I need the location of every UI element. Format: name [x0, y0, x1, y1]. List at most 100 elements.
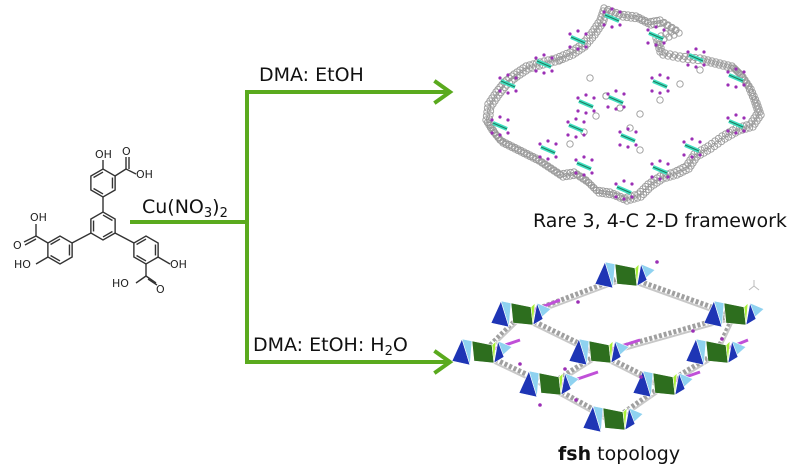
atom-label: HO — [14, 258, 31, 271]
atom-label: OH — [136, 168, 153, 181]
oxygen-atom — [734, 131, 738, 135]
polyhedron-light-blue — [528, 370, 540, 398]
oxygen-atom — [490, 118, 494, 122]
oxygen-atom — [554, 142, 558, 146]
framework-atom — [742, 125, 750, 133]
framework-atom — [637, 193, 645, 201]
oxygen-atom — [582, 155, 586, 159]
oxygen-atom — [666, 175, 670, 179]
framework-atom — [665, 33, 673, 41]
cu-bond — [576, 162, 592, 170]
oxygen-atom — [618, 23, 622, 27]
framework-atom — [528, 64, 537, 72]
oxygen-atom — [726, 129, 730, 133]
framework-atom — [639, 190, 648, 199]
framework-atom — [592, 112, 600, 120]
atom-label: O — [156, 283, 165, 296]
oxygen-atom — [646, 41, 650, 45]
framework-atom — [555, 57, 563, 65]
framework-atom — [558, 55, 567, 64]
framework-atom — [630, 195, 638, 203]
oxygen-atom — [666, 162, 670, 166]
framework-atom — [510, 75, 519, 83]
polyhedron-green — [705, 340, 729, 364]
atom-label: OH — [30, 211, 47, 224]
oxygen-atom — [590, 171, 594, 175]
oxygen-atom — [734, 113, 738, 117]
double-bond — [93, 187, 104, 195]
cu-bond — [652, 80, 668, 88]
polyhedron-light-blue — [604, 261, 616, 289]
framework-atom — [619, 195, 628, 204]
oxygen-atom — [626, 127, 630, 131]
oxygen-atom — [514, 76, 518, 80]
oxygen-atom — [690, 137, 694, 141]
framework-atom — [605, 190, 614, 199]
bond — [145, 275, 157, 284]
polyhedron-light-blue — [642, 370, 654, 398]
framework-atom — [675, 29, 683, 37]
oxygen-atom — [682, 140, 686, 144]
oxygen-atom — [538, 155, 542, 159]
polyhedron-light-blue — [461, 338, 473, 366]
polyhedron-green — [510, 302, 534, 326]
polyhedron-blue — [493, 339, 505, 364]
cu-bond — [648, 32, 664, 40]
cu-bond — [728, 74, 744, 82]
framework-atom — [749, 123, 757, 131]
framework-atom — [595, 189, 603, 197]
oxygen-atom — [742, 129, 746, 133]
oxygen-atom — [650, 89, 654, 93]
oxygen-atom — [576, 96, 580, 100]
oxygen-atom — [658, 91, 662, 95]
oxygen-atom — [610, 7, 614, 11]
oxygen-atom — [498, 76, 502, 80]
oxygen-atom — [514, 89, 518, 93]
polyhedron-blue — [745, 301, 757, 326]
framework-atom — [486, 107, 495, 115]
oxygen-atom — [691, 329, 695, 333]
polyhedron-green — [723, 302, 747, 326]
oxygen-atom — [702, 50, 706, 54]
polyhedron-lime — [608, 340, 614, 364]
oxygen-atom — [614, 89, 618, 93]
bond — [35, 256, 49, 265]
bond — [114, 168, 127, 177]
framework-atom — [623, 197, 631, 205]
oxygen-atom — [698, 140, 702, 144]
oxygen-atom — [618, 10, 622, 14]
cu-bond — [500, 80, 516, 88]
condition-label-bottom: DMA: EtOH: H2O — [253, 334, 408, 359]
oxygen-atom — [538, 403, 542, 407]
oxygen-atom — [582, 133, 586, 137]
oxygen-atom — [534, 69, 538, 73]
polyhedron-blue — [674, 371, 686, 396]
product-caption-bottom: fsh topology — [558, 443, 681, 465]
framework-atom — [497, 136, 505, 145]
oxygen-atom — [658, 177, 662, 181]
polyhedron-lime — [558, 372, 564, 396]
oxygen-atom — [518, 362, 522, 366]
oxygen-atom — [698, 153, 702, 157]
cu-bond — [688, 54, 704, 62]
framework-atom — [485, 119, 493, 127]
oxygen-atom — [734, 67, 738, 71]
cu-bond — [604, 14, 620, 22]
oxygen-atom — [584, 93, 588, 97]
polyhedron-lime — [725, 340, 731, 364]
axis-indicator-icon — [748, 280, 760, 291]
oxygen-atom — [566, 120, 570, 124]
framework-atom — [569, 171, 578, 180]
polyhedron-green — [652, 372, 676, 396]
bond — [125, 168, 137, 175]
bond — [35, 235, 49, 244]
atom-label: O — [122, 145, 131, 158]
polyhedron-blue — [636, 262, 648, 287]
double-bond — [93, 171, 104, 179]
framework-atom — [486, 111, 494, 119]
oxygen-atom — [498, 133, 502, 137]
oxygen-atom — [590, 158, 594, 162]
oxygen-atom — [542, 53, 546, 57]
